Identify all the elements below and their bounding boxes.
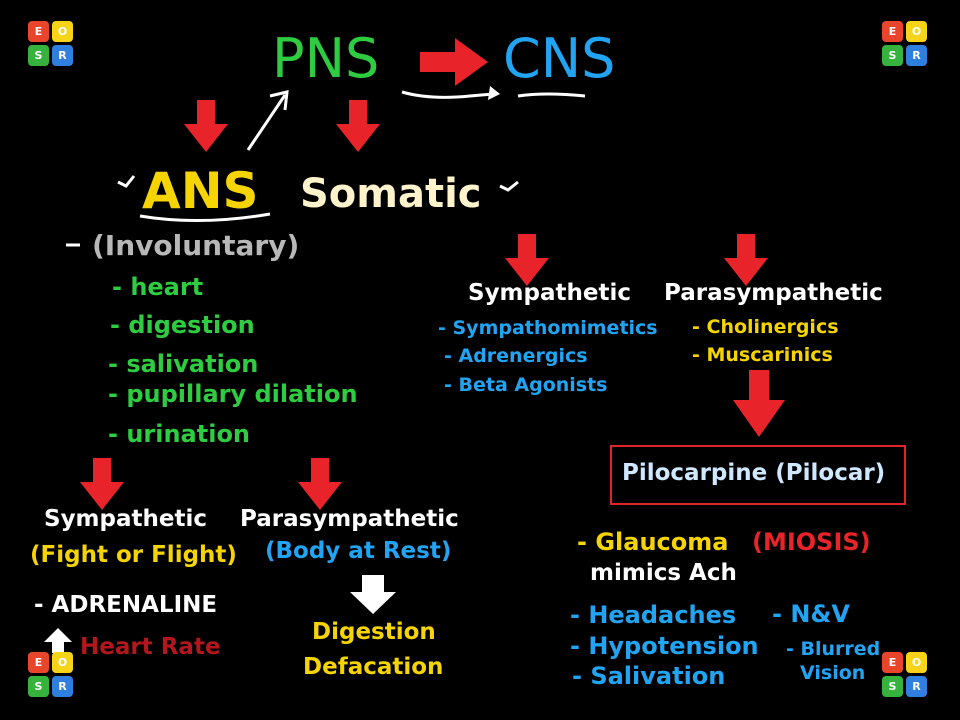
ans-label: ANS [142, 162, 259, 220]
somatic-label: Somatic [300, 171, 482, 217]
heart-rate-up-arrow [44, 628, 72, 653]
pns-somatic-arrow [336, 100, 380, 152]
list-item: - Blurred [786, 638, 881, 660]
list-item: - Sympathomimetics [438, 317, 658, 339]
list-item: - pupillary dilation [108, 380, 358, 408]
miosis-label: (MIOSIS) [752, 528, 871, 556]
body-at-rest-label: (Body at Rest) [265, 538, 452, 564]
list-item: - N&V [772, 600, 850, 628]
list-item: - Hypotension [570, 632, 759, 660]
ans-to-pns-white-arrow [246, 90, 289, 151]
mimics-ach-label: mimics Ach [590, 560, 737, 586]
somatic-parasympathetic-arrow [724, 234, 768, 286]
list-item: - Beta Agonists [444, 374, 608, 396]
list-item: - heart [112, 273, 204, 301]
heart-rate-label: Heart Rate [80, 634, 221, 660]
fight-or-flight-label: (Fight or Flight) [30, 542, 237, 568]
ans-parasympathetic-title: Parasympathetic [240, 506, 459, 532]
ans-sympathetic-title: Sympathetic [44, 506, 207, 532]
cns-label: CNS [503, 27, 616, 90]
involuntary-label: (Involuntary) [92, 229, 300, 262]
pns-ans-arrow [184, 100, 228, 152]
pns-to-cns-arrow [420, 38, 488, 86]
list-item: - Cholinergics [692, 316, 839, 338]
to-pilocarpine-arrow [733, 370, 785, 437]
cns-underline [401, 90, 494, 99]
drug-parasympathetic-title: Parasympathetic [664, 280, 883, 306]
list-item: - digestion [110, 311, 255, 339]
adrenaline-label: - ADRENALINE [34, 592, 218, 618]
defacation-label: Defacation [303, 654, 444, 680]
list-item: - Salivation [572, 662, 726, 690]
list-item: - salivation [108, 350, 259, 378]
list-item: - urination [108, 420, 251, 448]
pilocarpine-box [610, 445, 906, 505]
somatic-sympathetic-arrow [505, 234, 549, 286]
rest-white-arrow [350, 575, 396, 614]
drug-sympathetic-title: Sympathetic [468, 280, 631, 306]
glaucoma-label: - Glaucoma [577, 528, 729, 556]
list-item: - Headaches [570, 601, 737, 629]
pns-label: PNS [272, 27, 380, 90]
pilocarpine-label: Pilocarpine (Pilocar) [622, 460, 886, 486]
digestion-label: Digestion [312, 619, 436, 645]
ans-sympathetic-arrow [80, 458, 124, 510]
list-item: - Muscarinics [692, 344, 833, 366]
list-item: - Adrenergics [444, 345, 588, 367]
ans-parasympathetic-arrow [298, 458, 342, 510]
list-item: Vision [800, 662, 866, 684]
